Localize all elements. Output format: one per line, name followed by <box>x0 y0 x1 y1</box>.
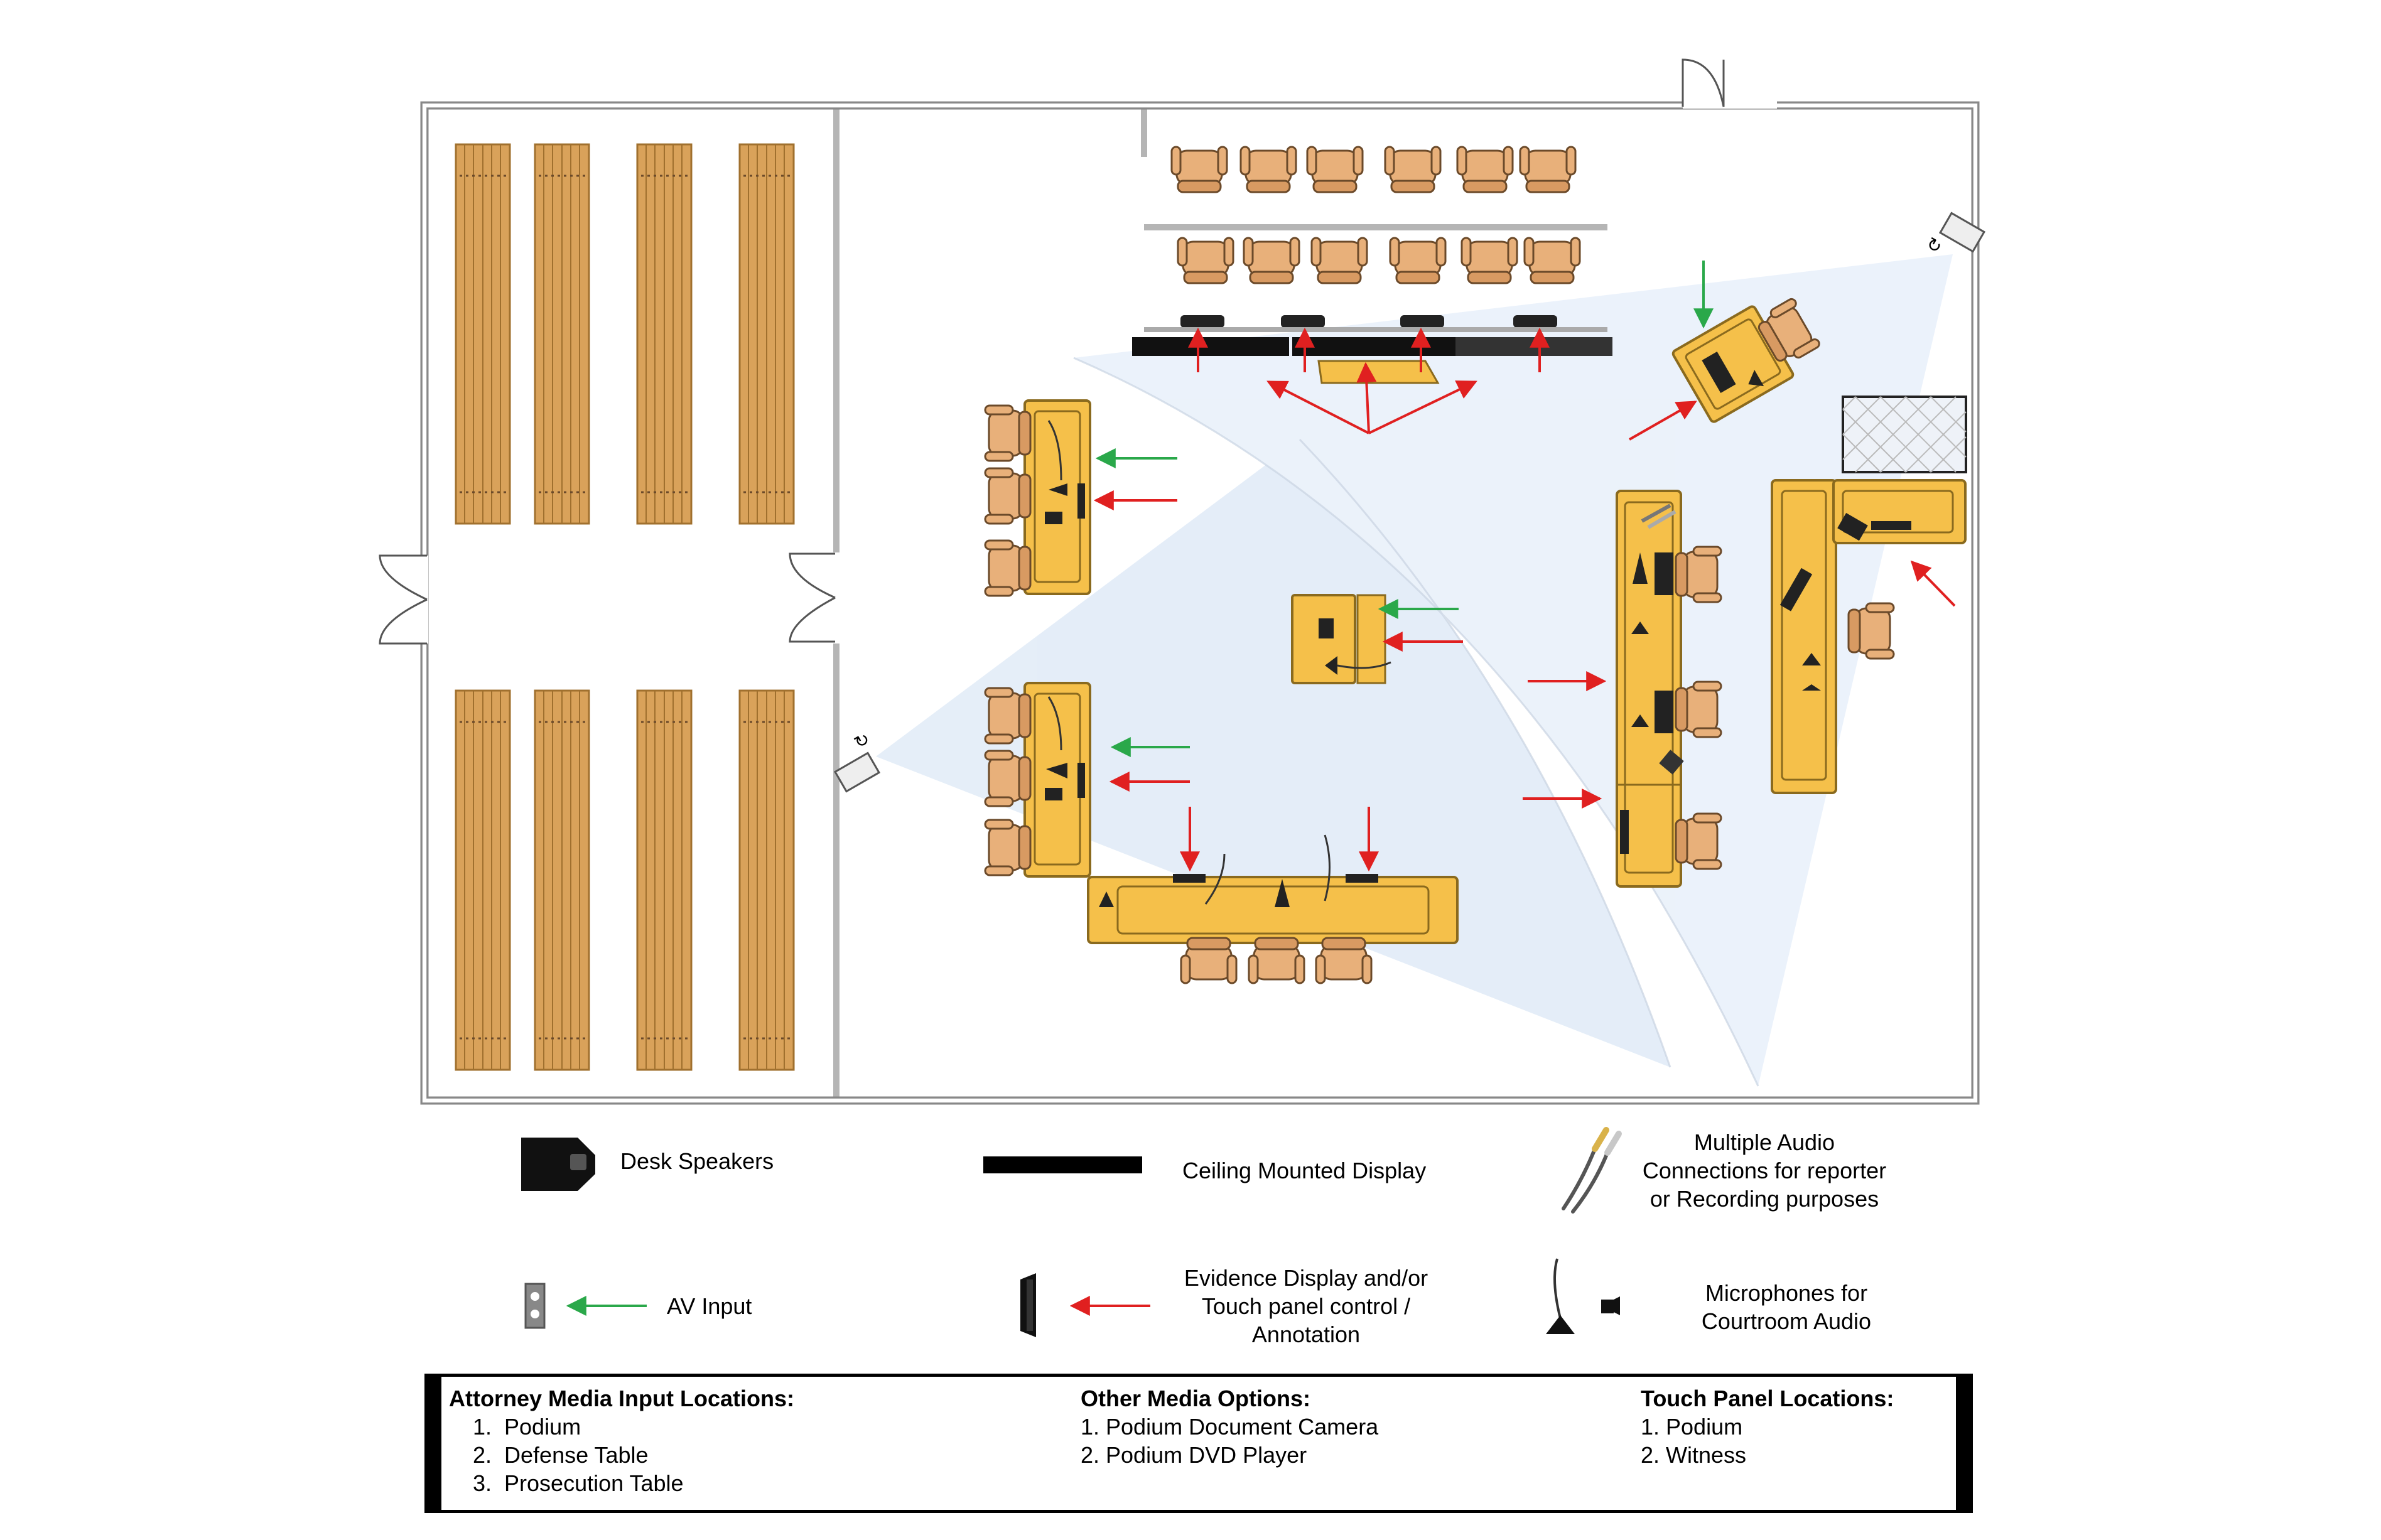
audio-connector-icon <box>1562 1127 1622 1214</box>
entry-door-left[interactable] <box>377 554 428 645</box>
svg-text:↻: ↻ <box>850 728 873 753</box>
attorney-item: 1. Podium <box>473 1414 581 1440</box>
legend-microphones-label: Microphones for Courtroom Audio <box>1701 1280 1872 1334</box>
info-box-edge-right <box>1956 1377 1970 1510</box>
legend-desk-speakers-label: Desk Speakers <box>620 1148 774 1174</box>
desk-speaker-icon <box>521 1138 595 1191</box>
media-info-box: Attorney Media Input Locations: 1. Podiu… <box>424 1374 1973 1513</box>
gallery-benches <box>455 143 795 1071</box>
entry-door-top[interactable] <box>1682 53 1777 109</box>
legend-av-input-label: AV Input <box>667 1293 752 1319</box>
camera-icon: ↻ <box>833 728 881 793</box>
defense-table-lower <box>984 682 1091 878</box>
ceiling-displays <box>1132 337 1612 356</box>
judge-bench <box>1771 479 1967 794</box>
judge-chambers <box>1842 396 1967 473</box>
camera-coverage <box>876 254 1953 1086</box>
microphone-icon <box>1546 1258 1620 1334</box>
svg-text:↻: ↻ <box>1923 233 1946 258</box>
av-input-icon <box>524 1283 546 1329</box>
attorney-input-locations: Attorney Media Input Locations: 1. Podiu… <box>449 1384 794 1497</box>
attorney-item: 2. Defense Table <box>473 1442 649 1468</box>
other-media-item: 1. Podium Document Camera <box>1081 1414 1379 1440</box>
av-input-arrows <box>1095 261 1714 757</box>
touch-panel-icon <box>1020 1273 1036 1337</box>
entry-door-center[interactable] <box>788 552 840 643</box>
legend-ceiling-display-label: Ceiling Mounted Display <box>1182 1158 1427 1183</box>
lectern-display <box>1317 360 1440 384</box>
evidence-arrows <box>1093 327 1956 872</box>
attorney-heading: Attorney Media Input Locations: <box>449 1386 795 1411</box>
defense-table-upper <box>984 399 1091 597</box>
ceiling-display-icon <box>983 1156 1142 1173</box>
other-media-item: 2. Podium DVD Player <box>1081 1442 1307 1468</box>
touch-panel-locations: Touch Panel Locations: 1. Podium 2. Witn… <box>1641 1384 1894 1469</box>
info-box-edge-left <box>428 1377 441 1510</box>
witness-stand <box>1671 296 1822 423</box>
other-media-options: Other Media Options: 1. Podium Document … <box>1081 1384 1378 1469</box>
other-media-heading: Other Media Options: <box>1081 1386 1311 1411</box>
podium <box>1291 594 1391 684</box>
legend-audio-connections-label: Multiple Audio Connections for reporter … <box>1642 1129 1887 1212</box>
legend-evidence-display-label: Evidence Display and/or Touch panel cont… <box>1184 1265 1428 1347</box>
jury-chairs <box>1170 146 1581 284</box>
touch-panel-item: 1. Podium <box>1641 1414 1743 1440</box>
prosecution-table <box>1087 834 1459 984</box>
clerk-bench <box>1616 490 1722 888</box>
touch-panel-item: 2. Witness <box>1641 1442 1747 1468</box>
touch-panel-heading: Touch Panel Locations: <box>1641 1386 1894 1411</box>
attorney-item: 3. Prosecution Table <box>473 1470 684 1496</box>
